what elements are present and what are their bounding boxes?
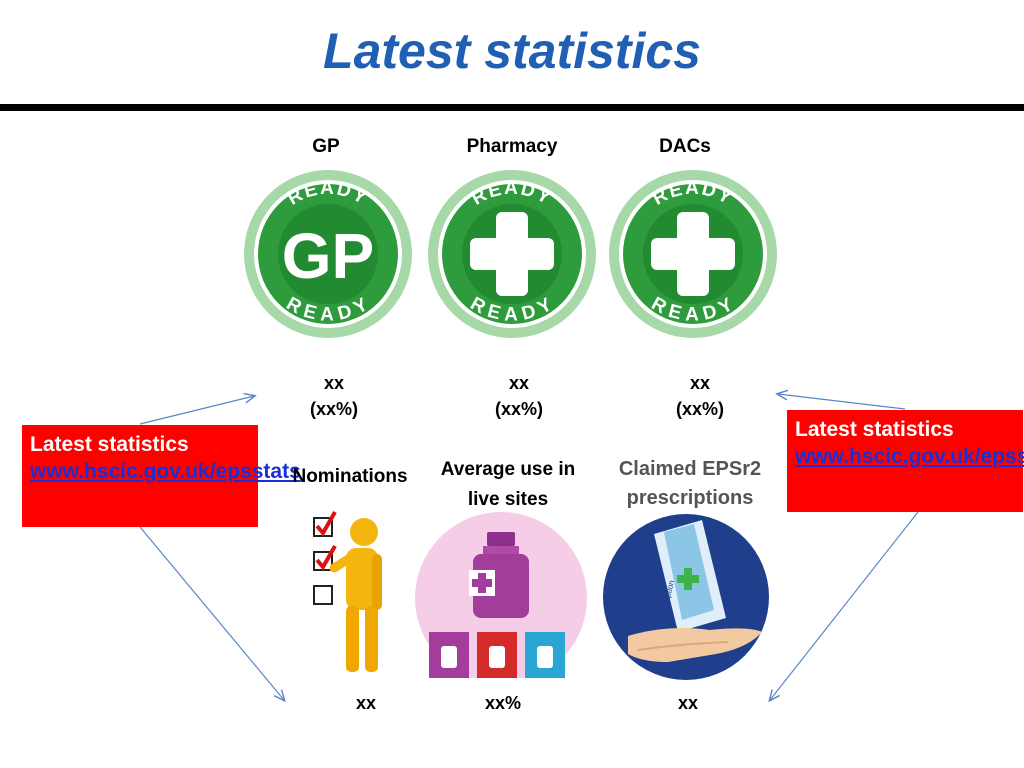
arrow-left-up	[139, 396, 254, 425]
claimed-epsr2-label: Claimed EPSr2 prescriptions	[618, 458, 762, 509]
pharmacy-count: xx	[508, 373, 530, 393]
arrow-left-down	[139, 526, 284, 700]
pharmacy-ready-badge-icon: READY READY	[428, 170, 596, 338]
claimed-epsr2-value: xx	[677, 693, 699, 713]
left-callout-heading: Latest statistics	[30, 433, 189, 456]
dacs-ready-badge-icon: READY READY	[609, 170, 777, 338]
badge-center-text: GP	[282, 220, 374, 292]
column-label-pharmacy: Pharmacy	[466, 136, 558, 157]
nominations-label: Nominations	[292, 466, 408, 487]
page-title: Latest statistics	[323, 23, 701, 79]
right-callout-box: Latest statistics www.hscic.gov.uk/epsst…	[787, 410, 1024, 512]
dacs-stat: xx (xx%)	[640, 370, 760, 422]
title-divider	[0, 104, 1024, 111]
arrow-right-down	[770, 511, 919, 700]
prescription-hand-icon: Prescription	[603, 514, 769, 680]
gp-stat: xx (xx%)	[274, 370, 394, 422]
nominations-value: xx	[355, 693, 377, 713]
dacs-count: xx	[689, 373, 711, 393]
medicine-bottle-icon	[415, 512, 587, 678]
gp-percent: (xx%)	[309, 399, 358, 419]
left-callout-box: Latest statistics www.hscic.gov.uk/epsst…	[22, 425, 301, 527]
average-use-label: Average use in live sites	[440, 459, 576, 510]
right-callout-heading: Latest statistics	[795, 418, 954, 441]
gp-ready-badge-icon: READY READY GP	[244, 170, 412, 338]
pharmacy-percent: (xx%)	[494, 399, 543, 419]
gp-count: xx	[323, 373, 345, 393]
average-use-value: xx%	[484, 693, 522, 713]
dacs-percent: (xx%)	[675, 399, 724, 419]
checklist-person-icon	[313, 511, 382, 672]
right-callout-link[interactable]: www.hscic.gov.uk/epsstats	[795, 445, 1024, 468]
arrow-right-up	[778, 394, 906, 410]
column-label-gp: GP	[312, 136, 340, 157]
column-label-dacs: DACs	[659, 136, 711, 157]
left-callout-link[interactable]: www.hscic.gov.uk/epsstats	[30, 460, 301, 483]
pharmacy-stat: xx (xx%)	[459, 370, 579, 422]
